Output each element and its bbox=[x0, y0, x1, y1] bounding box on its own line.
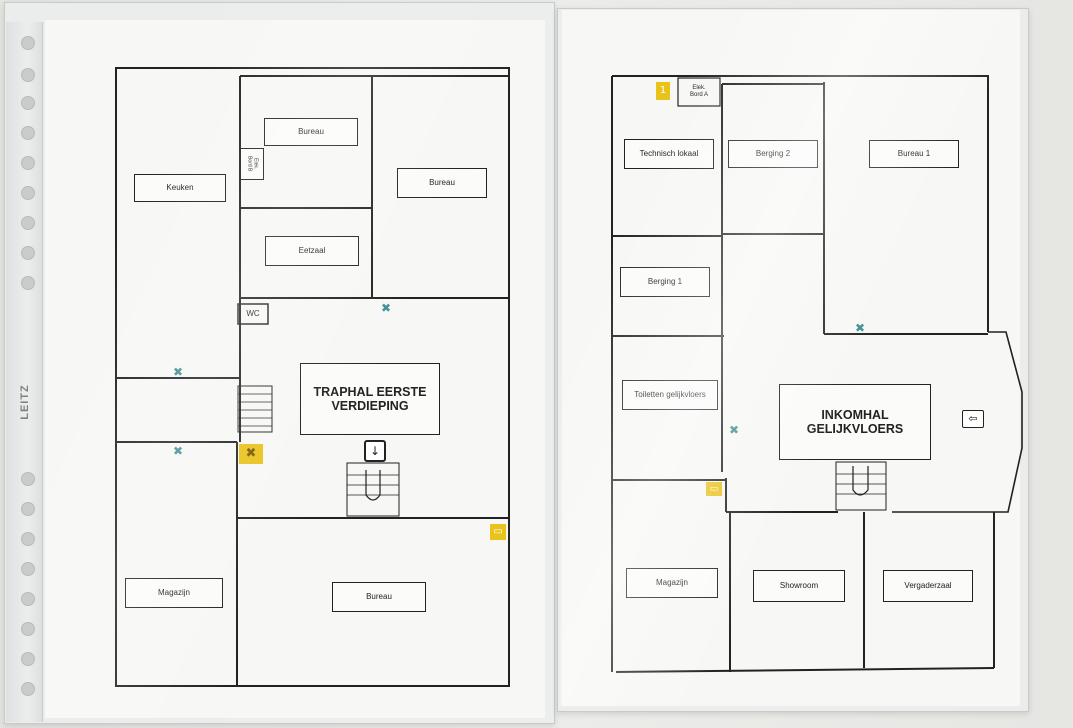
punch-hole bbox=[21, 126, 35, 140]
punch-hole bbox=[21, 36, 35, 50]
room-magazijn-left: Magazijn bbox=[125, 578, 223, 608]
room-showroom: Showroom bbox=[753, 570, 845, 602]
entrance-icon: ⇦ bbox=[962, 410, 984, 428]
room-traphal-eerste-verdieping: TRAPHAL EERSTE VERDIEPING bbox=[300, 363, 440, 435]
electrical-panel-icon: ▭ bbox=[706, 482, 722, 496]
punch-hole bbox=[21, 216, 35, 230]
fire-extinguisher-icon: ✖ bbox=[855, 321, 866, 335]
room-bureau-right: Bureau bbox=[397, 168, 487, 198]
binder-punch-strip bbox=[6, 22, 43, 722]
room-keuken: Keuken bbox=[134, 174, 226, 202]
punch-hole bbox=[21, 502, 35, 516]
fire-extinguisher-icon: ✖ bbox=[381, 301, 392, 315]
fire-extinguisher-icon: ✖ bbox=[173, 365, 184, 379]
fire-extinguisher-icon: ✖ bbox=[173, 444, 184, 458]
electrical-panel-icon: ▭ bbox=[490, 524, 506, 540]
room-inkomhal-gelijkvloers: INKOMHAL GELIJKVLOERS bbox=[779, 384, 931, 460]
room-berging-1: Berging 1 bbox=[620, 267, 710, 297]
fire-extinguisher-icon: ✖ bbox=[729, 423, 740, 437]
punch-hole bbox=[21, 246, 35, 260]
room-elek-bord-a: Elek. Bord A bbox=[680, 80, 718, 104]
room-vergaderzaal: Vergaderzaal bbox=[883, 570, 973, 602]
room-magazijn-right: Magazijn bbox=[626, 568, 718, 598]
room-toiletten-gelijkvloers: Toiletten gelijkvloers bbox=[622, 380, 718, 410]
elek-bord-a-label: Elek. Bord A bbox=[689, 85, 708, 98]
room-bureau-1: Bureau 1 bbox=[869, 140, 959, 168]
room-eetzaal: Eetzaal bbox=[265, 236, 359, 266]
punch-hole bbox=[21, 682, 35, 696]
punch-hole bbox=[21, 186, 35, 200]
down-arrow-marker-icon: ↓ bbox=[364, 440, 386, 462]
punch-hole bbox=[21, 276, 35, 290]
punch-hole bbox=[21, 622, 35, 636]
punch-hole bbox=[21, 592, 35, 606]
punch-hole bbox=[21, 562, 35, 576]
room-elek-bord-b: Elek. Bord B bbox=[240, 148, 264, 180]
room-technisch-lokaal: Technisch lokaal bbox=[624, 139, 714, 169]
room-bureau-top: Bureau bbox=[264, 118, 358, 146]
punch-hole bbox=[21, 96, 35, 110]
punch-hole bbox=[21, 532, 35, 546]
punch-hole bbox=[21, 472, 35, 486]
punch-hole bbox=[21, 156, 35, 170]
emergency-exit-icon: ✖ bbox=[239, 444, 263, 464]
electrical-panel-icon: 1 bbox=[656, 82, 670, 100]
room-berging-2: Berging 2 bbox=[728, 140, 818, 168]
room-wc: WC bbox=[246, 309, 260, 319]
punch-hole bbox=[21, 652, 35, 666]
room-bureau-bottom: Bureau bbox=[332, 582, 426, 612]
punch-hole bbox=[21, 68, 35, 82]
